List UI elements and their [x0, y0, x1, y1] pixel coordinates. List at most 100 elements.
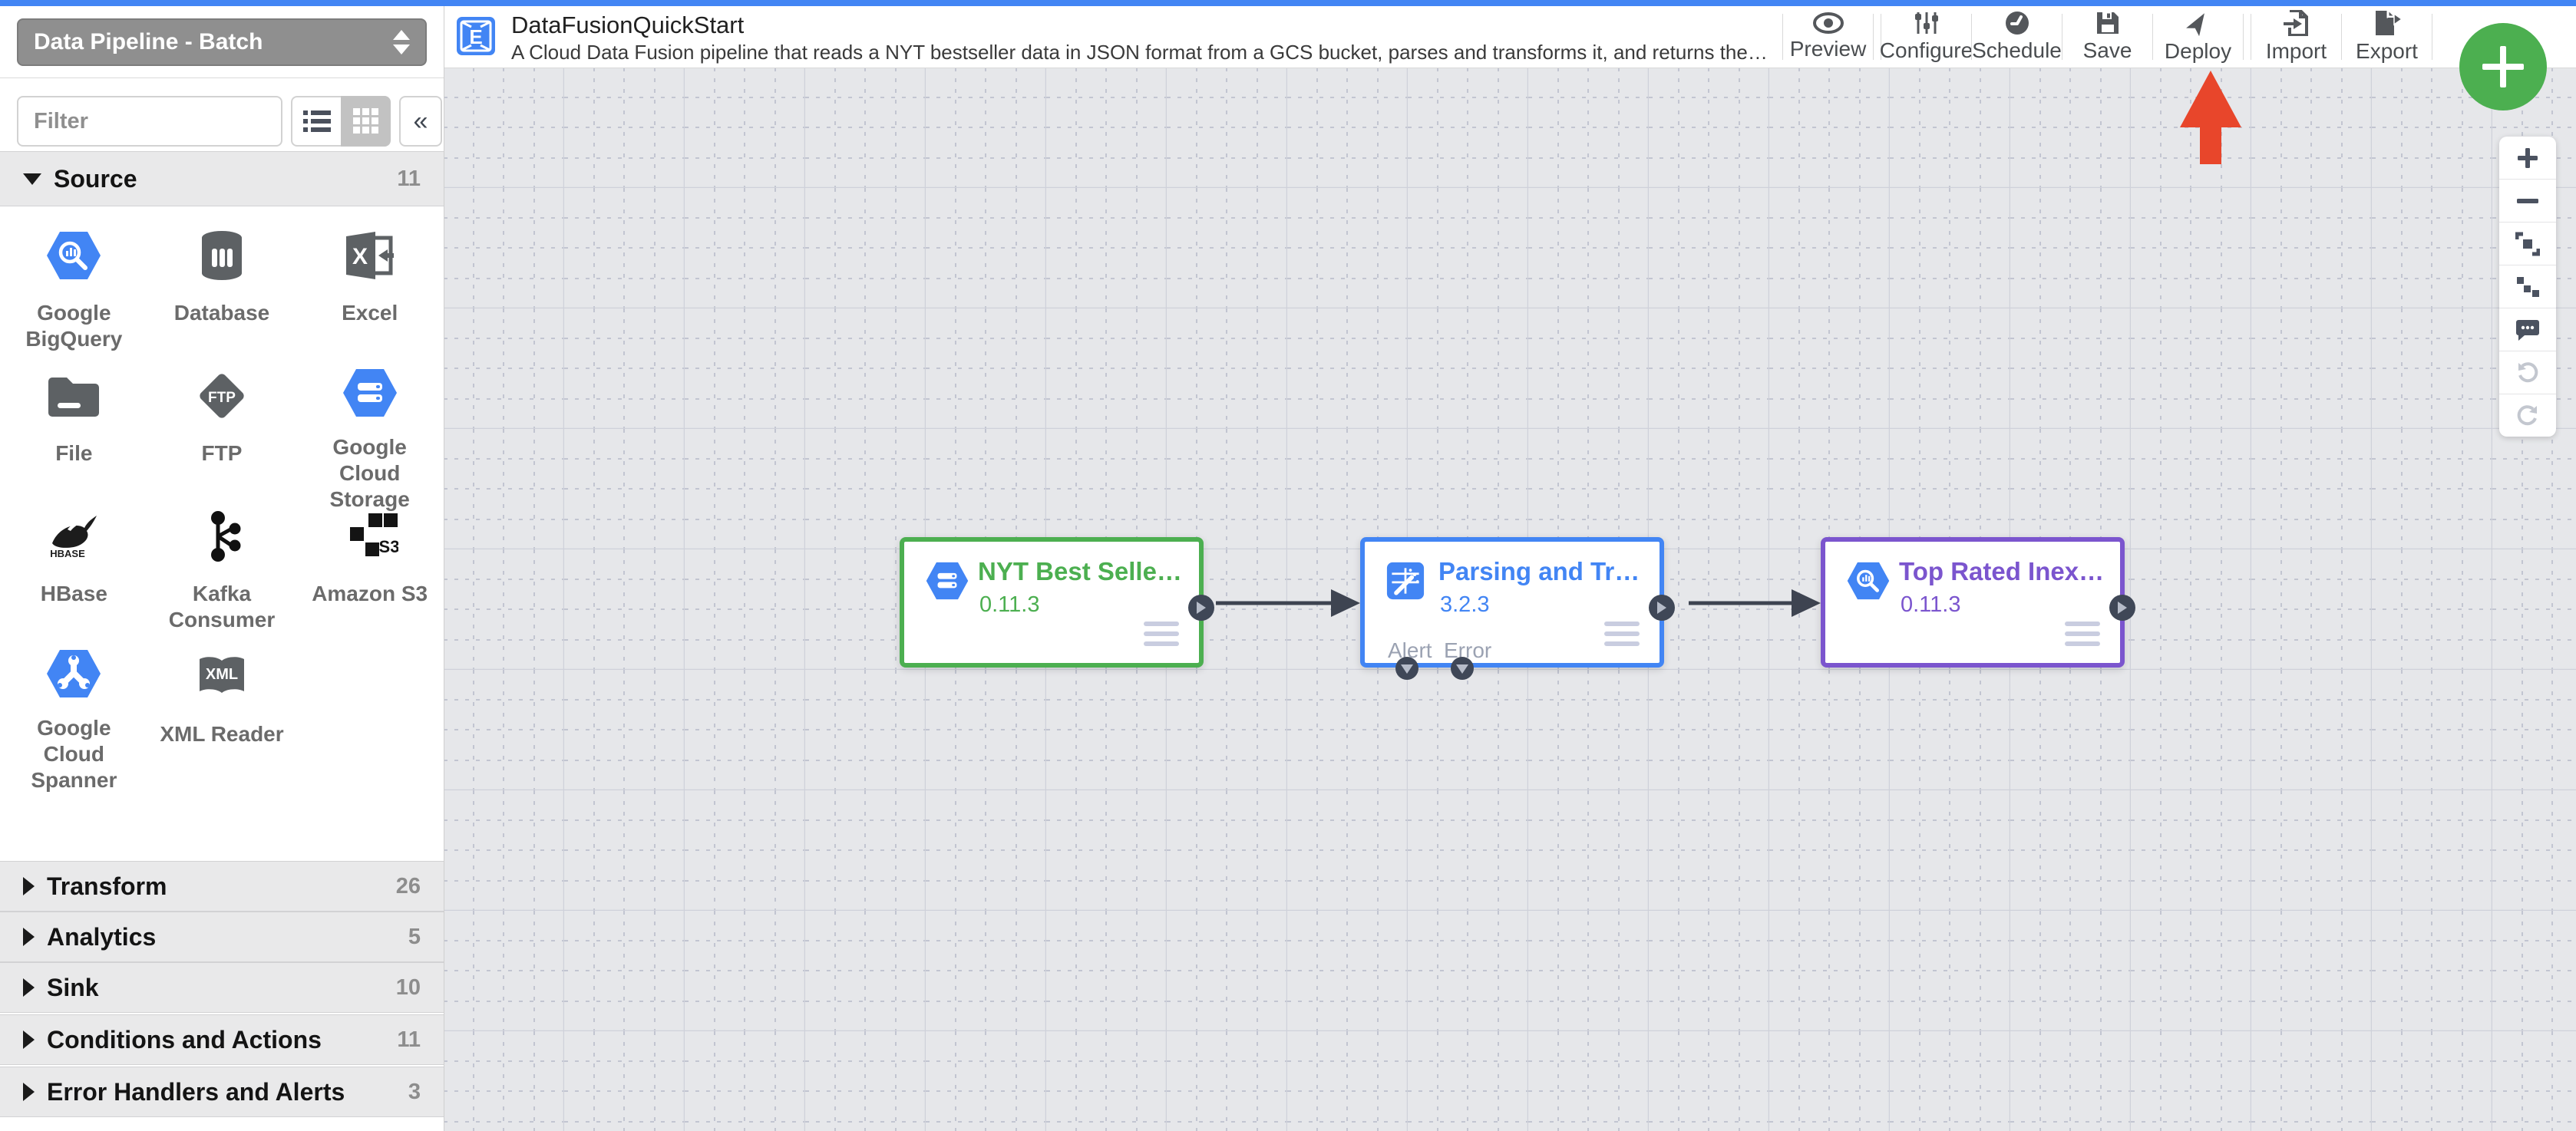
plugin-label: XML Reader	[160, 722, 284, 746]
wrangler-icon	[1386, 562, 1425, 604]
fit-to-screen-icon	[2515, 232, 2540, 256]
view-toggle	[291, 96, 391, 147]
sidebar-collapse-button[interactable]: «	[399, 96, 442, 147]
plugin-label: Kafka Consumer	[168, 582, 276, 631]
node-title: NYT Best Selle…	[978, 557, 1182, 585]
section-header-analytics[interactable]: Analytics 5	[0, 912, 444, 962]
plugin-google-cloud-spanner[interactable]: Google Cloud Spanner	[0, 649, 148, 792]
import-icon	[2283, 10, 2308, 36]
node-version: 3.2.3	[1440, 592, 1490, 617]
collapsed-triangle-icon	[23, 978, 35, 997]
redo-button[interactable]	[2499, 394, 2556, 437]
toolbar-divider-double	[2243, 14, 2251, 60]
plugin-google-bigquery[interactable]: Google BigQuery	[0, 228, 148, 368]
section-header-source[interactable]: Source 11	[0, 151, 444, 206]
alert-port[interactable]	[1395, 657, 1418, 680]
node-menu-icon[interactable]	[2065, 622, 2100, 646]
grid-view-button[interactable]	[341, 96, 391, 147]
fit-to-screen-button[interactable]	[2499, 223, 2556, 265]
node-parsing-and-transform[interactable]: Parsing and Tr… 3.2.3 Alert Error	[1360, 537, 1675, 680]
section-label: Sink	[47, 973, 99, 1001]
node-menu-icon[interactable]	[1604, 622, 1640, 646]
floppy-icon	[2096, 12, 2119, 34]
plugin-xml-reader[interactable]: XML XML Reader	[148, 649, 296, 790]
node-nyt-best-sellers[interactable]: NYT Best Selle… 0.11.3	[900, 537, 1214, 668]
list-view-button[interactable]	[291, 96, 341, 147]
bigquery-icon	[46, 228, 101, 283]
plugin-amazon-s3[interactable]: S3 Amazon S3	[296, 509, 444, 649]
node-top-rated-inexpensive[interactable]: Top Rated Inex… 0.11.3	[1821, 537, 2135, 668]
updown-arrows-icon	[393, 30, 410, 54]
section-count: 26	[395, 873, 421, 899]
eye-icon	[1812, 12, 1844, 34]
sliders-icon	[1914, 12, 1938, 34]
s3-icon: S3	[342, 509, 398, 564]
comment-button[interactable]	[2499, 308, 2556, 351]
filter-input[interactable]	[17, 96, 282, 147]
plugin-database[interactable]: Database	[148, 228, 296, 368]
spanner-icon	[46, 649, 101, 698]
collapsed-triangle-icon	[23, 1083, 35, 1101]
plugin-file[interactable]: File	[0, 368, 148, 509]
source-plugin-grid: Google BigQuery Database X	[0, 206, 444, 861]
plugin-ftp[interactable]: FTP FTP	[148, 368, 296, 509]
toolbar-divider	[2152, 14, 2153, 60]
output-port[interactable]	[2109, 595, 2135, 621]
section-label: Conditions and Actions	[47, 1025, 322, 1054]
expanded-triangle-icon	[23, 173, 41, 185]
section-header-error-handlers-and-alerts[interactable]: Error Handlers and Alerts 3	[0, 1067, 444, 1117]
schedule-button[interactable]: Schedule	[1972, 6, 2062, 68]
list-view-icon	[302, 110, 331, 132]
section-header-sink[interactable]: Sink 10	[0, 962, 444, 1013]
output-port[interactable]	[1649, 595, 1675, 621]
align-nodes-button[interactable]	[2499, 265, 2556, 308]
zoom-in-button[interactable]	[2499, 137, 2556, 180]
node-menu-icon[interactable]	[1144, 622, 1179, 646]
top-accent-strip	[0, 0, 2576, 6]
svg-text:S3: S3	[378, 537, 398, 556]
collapsed-triangle-icon	[23, 1030, 35, 1049]
undo-button[interactable]	[2499, 351, 2556, 394]
plugin-label: Google Cloud Storage	[329, 435, 410, 511]
section-header-transform[interactable]: Transform 26	[0, 861, 444, 912]
collapsed-triangle-icon	[23, 928, 35, 946]
plugin-google-cloud-storage[interactable]: Google Cloud Storage	[296, 368, 444, 511]
plugin-label: Excel	[342, 301, 398, 325]
collapse-chevrons-icon: «	[413, 106, 428, 136]
pipeline-type-value: Data Pipeline - Batch	[34, 29, 263, 54]
plugin-kafka-consumer[interactable]: Kafka Consumer	[148, 509, 296, 649]
section-label: Error Handlers and Alerts	[47, 1077, 345, 1106]
section-count: 11	[397, 1027, 421, 1052]
import-button[interactable]: Import	[2251, 6, 2341, 68]
node-title: Top Rated Inex…	[1899, 557, 2105, 585]
save-button[interactable]: Save	[2062, 6, 2152, 68]
ftp-icon: FTP	[196, 368, 248, 424]
grid-view-icon	[352, 108, 378, 134]
section-header-conditions-and-actions[interactable]: Conditions and Actions 11	[0, 1014, 444, 1065]
error-port[interactable]	[1451, 657, 1474, 680]
zoom-out-button[interactable]	[2499, 180, 2556, 223]
plugin-label: Google BigQuery	[25, 301, 123, 351]
redo-icon	[2517, 404, 2537, 425]
preview-button[interactable]: Preview	[1783, 6, 1873, 68]
add-plugin-fab[interactable]	[2459, 23, 2547, 110]
node-title: Parsing and Tr…	[1438, 557, 1640, 585]
configure-button[interactable]: Configure	[1880, 6, 1973, 68]
gcs-hexagon-icon	[926, 562, 969, 604]
button-label: Save	[2082, 38, 2132, 62]
export-button[interactable]: Export	[2342, 6, 2432, 68]
deploy-button[interactable]: Deploy	[2153, 6, 2243, 68]
plugin-label: Database	[173, 301, 270, 325]
section-count: 10	[395, 974, 421, 1000]
xml-icon: XML	[197, 649, 247, 704]
output-port[interactable]	[1188, 595, 1214, 621]
toolbar-divider-double	[1873, 14, 1881, 60]
plugin-excel[interactable]: X Excel	[296, 228, 444, 368]
plugin-hbase[interactable]: HBASE HBase	[0, 509, 148, 649]
hbase-icon: HBASE	[45, 509, 103, 564]
toolbar-divider	[1971, 14, 1972, 60]
pipeline-type-dropdown[interactable]: Data Pipeline - Batch	[17, 18, 427, 66]
gcs-icon	[342, 368, 398, 417]
svg-text:HBASE: HBASE	[51, 548, 86, 559]
plugin-label: FTP	[201, 441, 243, 465]
